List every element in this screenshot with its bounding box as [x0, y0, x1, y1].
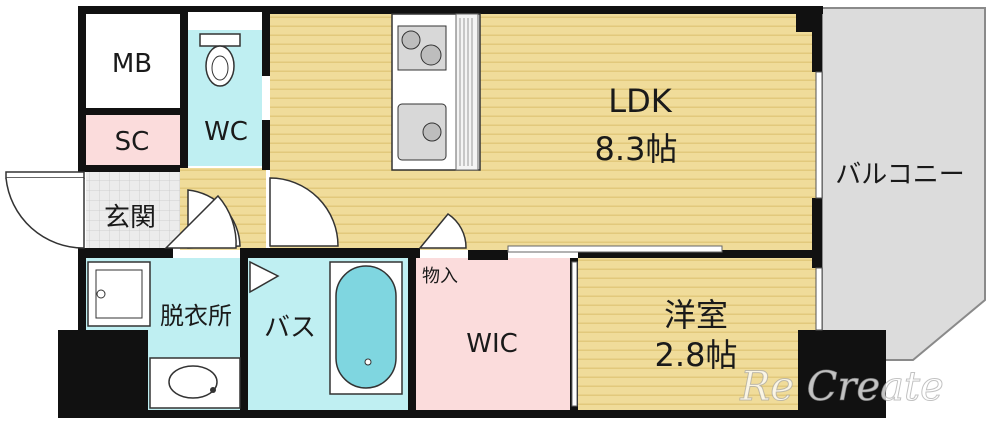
sc-label: SC	[115, 127, 150, 157]
door-swings	[164, 177, 467, 294]
storage-label: 物入	[422, 266, 458, 287]
mb-label: MB	[112, 49, 152, 79]
wic-floor	[414, 258, 574, 410]
datsuijo-label: 脱衣所	[160, 302, 232, 330]
genkan-floor	[86, 172, 180, 248]
washing-machine-icon	[87, 261, 151, 327]
kitchen-sink-icon	[397, 103, 447, 161]
walls	[58, 6, 886, 418]
sliding-door-western	[571, 261, 578, 407]
western-label: 洋室	[664, 296, 728, 334]
sliding-door-ldk	[507, 245, 723, 253]
bath-label: バス	[264, 313, 316, 343]
wash-basin-icon	[149, 357, 241, 409]
balcony-label: バルコニー	[835, 160, 964, 190]
wic-label: WIC	[466, 329, 518, 359]
western-floor	[578, 258, 816, 410]
wc-label: WC	[204, 117, 248, 147]
entrance-door	[5, 171, 85, 249]
ldk-floor	[270, 12, 820, 250]
western-size: 2.8帖	[655, 336, 738, 374]
sc-floor	[86, 115, 180, 165]
window-western	[815, 267, 823, 331]
ldk-size: 8.3帖	[595, 130, 678, 168]
window-ldk	[815, 71, 823, 199]
watermark: Re Create	[739, 364, 944, 410]
bathtub-icon	[329, 261, 403, 395]
ldk-label: LDK	[608, 82, 672, 120]
kitchen-counter	[391, 13, 481, 171]
toilet-icon	[199, 33, 241, 87]
mb-floor	[86, 15, 180, 108]
genkan-label: 玄関	[104, 203, 156, 233]
